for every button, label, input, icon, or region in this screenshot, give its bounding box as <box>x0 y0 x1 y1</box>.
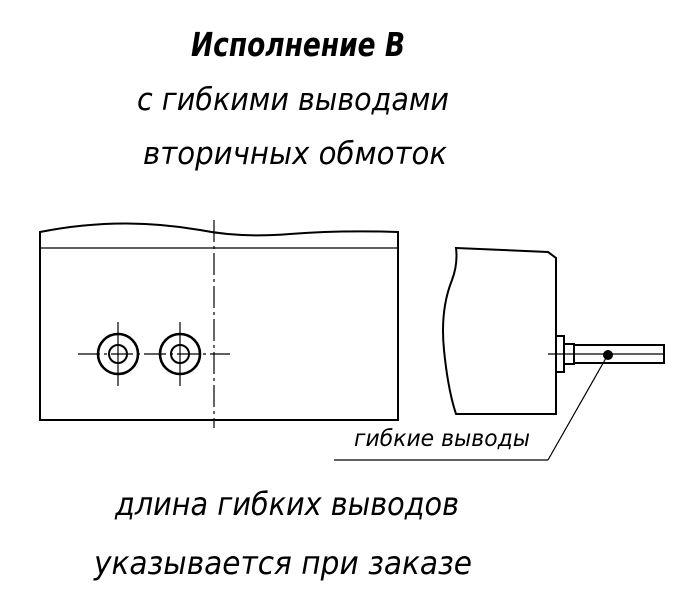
front-view-outline <box>39 222 399 421</box>
side-view-outline <box>442 246 557 415</box>
terminal-right <box>158 322 202 386</box>
title-line-2: с гибкими выводами <box>137 82 449 118</box>
side-view <box>442 246 665 415</box>
title-line-3: вторичных обмоток <box>143 136 447 172</box>
leader: гибкие выводы <box>334 357 607 461</box>
flexible-lead <box>574 344 665 364</box>
note-line-1: длина гибких выводов <box>114 485 459 523</box>
terminal-left <box>96 322 140 386</box>
note-line-2: указывается при заказе <box>93 544 472 582</box>
title-line-1: Исполнение В <box>191 25 405 64</box>
terminal-bushing <box>563 343 575 365</box>
front-view <box>39 220 399 428</box>
leader-line <box>547 357 607 461</box>
leader-label: гибкие выводы <box>354 426 530 452</box>
leader-dot <box>603 350 613 360</box>
